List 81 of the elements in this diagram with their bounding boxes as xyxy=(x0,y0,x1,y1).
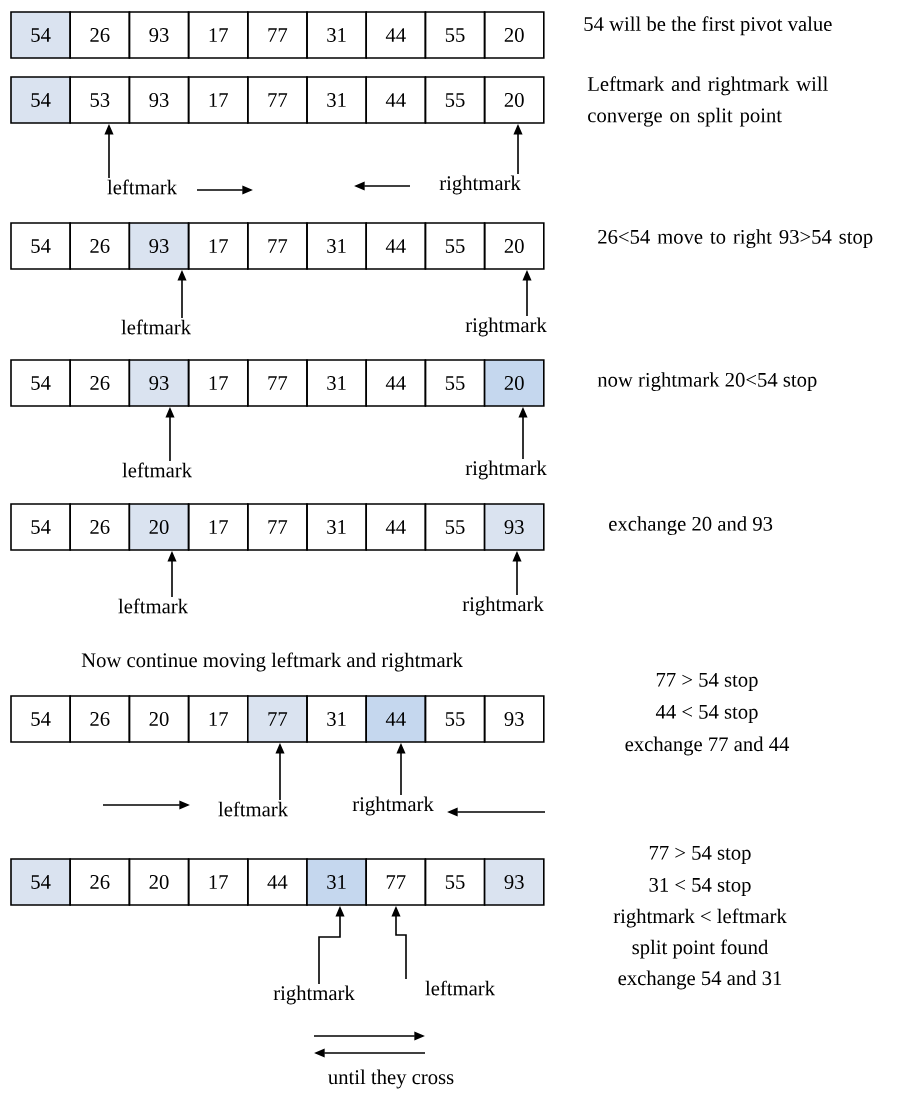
array-cell: 26 xyxy=(69,11,131,59)
array-cell: 31 xyxy=(306,222,367,270)
array-cell: 20 xyxy=(128,503,190,551)
pointer-label: leftmark xyxy=(425,980,495,996)
pointer-label: leftmark xyxy=(121,319,191,335)
pointer-label: leftmark xyxy=(218,801,288,817)
array-cell: 54 xyxy=(10,222,71,270)
note-text: 31 < 54 stop xyxy=(649,877,751,897)
pointer-label: rightmark xyxy=(465,317,547,337)
array-cell: 20 xyxy=(483,222,545,270)
array-cell: 20 xyxy=(483,76,545,124)
array-cell: 17 xyxy=(187,359,249,407)
array-cell: 44 xyxy=(365,222,427,270)
array-cell: 55 xyxy=(424,11,486,59)
note-text: 77 > 54 stop xyxy=(656,673,758,691)
note-text: Leftmark and rightmark will converge on split point xyxy=(587,76,828,127)
array-cell: 17 xyxy=(187,222,249,270)
note-text: now rightmark 20<54 stop xyxy=(597,372,817,392)
array-cell: 54 xyxy=(10,695,71,743)
array-cell: 17 xyxy=(187,503,249,551)
array-cell: 20 xyxy=(128,858,190,906)
array-cell: 77 xyxy=(365,858,427,906)
note-text: Now continue moving leftmark and rightmark xyxy=(81,652,463,672)
array-cell: 44 xyxy=(365,359,427,407)
note-text: rightmark < leftmark xyxy=(613,908,787,928)
array-cell: 93 xyxy=(128,11,190,59)
array-cell: 26 xyxy=(69,858,131,906)
array-cell: 44 xyxy=(365,76,427,124)
array-cell: 77 xyxy=(247,11,308,59)
array-cell: 77 xyxy=(247,222,308,270)
array-cell: 31 xyxy=(306,503,367,551)
note-text: exchange 20 and 93 xyxy=(609,516,773,536)
pointer-label: rightmark xyxy=(273,985,355,1005)
array-cell: 77 xyxy=(247,503,308,551)
pointer-label: rightmark xyxy=(352,796,434,816)
array-cell: 54 xyxy=(10,76,71,124)
array-cell: 17 xyxy=(187,858,249,906)
note-text: exchange 54 and 31 xyxy=(618,970,782,990)
pointer-label: rightmark xyxy=(462,596,544,616)
array-cell: 44 xyxy=(365,11,427,59)
pointer-label: leftmark xyxy=(107,179,177,195)
note-text: split point found xyxy=(632,939,769,959)
array-cell: 20 xyxy=(128,695,190,743)
array-cell: 93 xyxy=(483,503,545,551)
array-cell: 93 xyxy=(128,222,190,270)
pointer-label: leftmark xyxy=(122,462,192,478)
array-cell: 20 xyxy=(483,359,545,407)
note-text: exchange 77 and 44 xyxy=(625,736,790,756)
array-cell: 53 xyxy=(69,76,131,124)
pointer-label: rightmark xyxy=(465,460,547,480)
pointer-label: leftmark xyxy=(118,598,188,614)
note-text: until they cross xyxy=(328,1069,454,1089)
array-cell: 55 xyxy=(424,76,486,124)
array-cell: 17 xyxy=(187,11,249,59)
array-cell: 55 xyxy=(424,695,486,743)
array-cell: 31 xyxy=(306,858,367,906)
array-cell: 31 xyxy=(306,359,367,407)
array-cell: 20 xyxy=(483,11,545,59)
array-cell: 26 xyxy=(69,695,131,743)
array-cell: 55 xyxy=(424,222,486,270)
array-cell: 93 xyxy=(483,858,545,906)
array-cell: 93 xyxy=(128,359,190,407)
array-cell: 93 xyxy=(483,695,545,743)
array-cell: 31 xyxy=(306,11,367,59)
array-cell: 44 xyxy=(365,503,427,551)
array-cell: 77 xyxy=(247,76,308,124)
array-cell: 54 xyxy=(10,858,71,906)
array-cell: 77 xyxy=(247,695,308,743)
array-cell: 44 xyxy=(365,695,427,743)
note-text: 44 < 54 stop xyxy=(655,705,758,723)
array-cell: 93 xyxy=(128,76,190,124)
array-cell: 17 xyxy=(187,76,249,124)
array-cell: 31 xyxy=(306,76,367,124)
array-cell: 54 xyxy=(10,503,71,551)
note-text: 26<54 move to right 93>54 stop xyxy=(598,229,873,249)
array-cell: 54 xyxy=(10,11,71,59)
array-cell: 54 xyxy=(10,359,71,407)
pointer-label: rightmark xyxy=(439,175,521,195)
array-cell: 77 xyxy=(247,359,308,407)
note-text: 54 will be the first pivot value xyxy=(584,16,832,36)
note-text: 77 > 54 stop xyxy=(649,846,751,864)
